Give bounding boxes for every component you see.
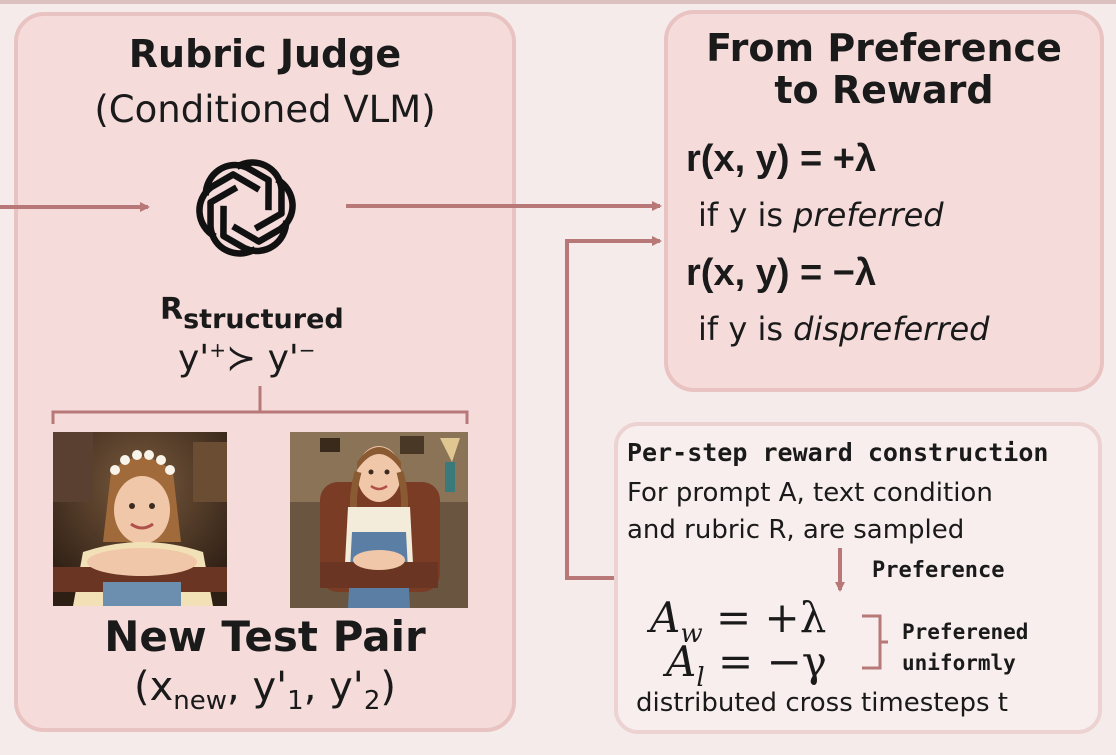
uniform-brace bbox=[862, 614, 888, 670]
pair-open: (x bbox=[134, 664, 174, 710]
rubric-subscript: structured bbox=[183, 304, 344, 335]
reward-condition-positive: if y is preferred bbox=[698, 196, 944, 234]
cond-neg-word: dispreferred bbox=[793, 310, 990, 348]
reward-title-line2: to Reward bbox=[774, 68, 994, 112]
openai-logo-icon bbox=[190, 152, 302, 264]
per-step-line2: and rubric R, are sampled bbox=[627, 515, 965, 545]
judge-subtitle: (Conditioned VLM) bbox=[94, 88, 436, 131]
al-subscript: l bbox=[696, 663, 705, 693]
aw-equation: Aw = +λ bbox=[650, 593, 827, 650]
pair-sub-new: new bbox=[173, 686, 228, 716]
reward-formula-positive: r(x, y) = +λ bbox=[686, 138, 877, 180]
cond-pos-word: preferred bbox=[793, 196, 944, 234]
sample-image-2 bbox=[290, 432, 468, 608]
reward-condition-negative: if y is dispreferred bbox=[698, 310, 989, 348]
pair-y2: , y' bbox=[303, 664, 364, 710]
cond-pos-prefix: if y is bbox=[698, 196, 794, 234]
reward-title-line1: From Preference bbox=[706, 26, 1062, 70]
top-edge-line bbox=[0, 0, 1116, 4]
al-symbol: A bbox=[666, 637, 697, 686]
judge-title: Rubric Judge bbox=[128, 32, 402, 76]
uniform-line2: uniformly bbox=[902, 651, 1016, 675]
per-step-panel bbox=[614, 422, 1102, 734]
aw-subscript: w bbox=[680, 619, 703, 649]
preference-label: Preference bbox=[872, 558, 1005, 583]
pref-plus: + bbox=[209, 338, 226, 362]
per-step-footer: distributed cross timesteps t bbox=[636, 688, 1008, 718]
uniform-line1: Preferened bbox=[902, 620, 1029, 644]
pref-y2: y' bbox=[267, 338, 299, 379]
sample-image-1 bbox=[53, 432, 227, 606]
pair-sub-2: 2 bbox=[363, 686, 381, 716]
rubric-r: R bbox=[160, 292, 184, 327]
cond-neg-prefix: if y is bbox=[698, 310, 794, 348]
rubric-structured-label: Rstructured bbox=[160, 292, 344, 335]
pair-sub-1: 1 bbox=[287, 686, 304, 716]
reward-panel bbox=[664, 10, 1104, 392]
rubric-judge-panel bbox=[14, 12, 516, 732]
feedback-arrow bbox=[565, 236, 662, 580]
image-pair-bracket bbox=[51, 386, 469, 424]
aw-symbol: A bbox=[650, 593, 681, 642]
reward-formula-negative: r(x, y) = −λ bbox=[686, 252, 877, 294]
al-value: = −γ bbox=[718, 637, 827, 686]
pair-close: ) bbox=[380, 664, 396, 710]
pair-title: New Test Pair bbox=[104, 612, 426, 661]
al-equation: Al = −γ bbox=[666, 637, 827, 694]
aw-value: = +λ bbox=[715, 593, 827, 642]
pref-y1: y' bbox=[178, 338, 210, 379]
pair-y1: , y' bbox=[227, 664, 288, 710]
preference-relation: y'+≻ y'− bbox=[178, 338, 316, 379]
per-step-title: Per-step reward construction bbox=[627, 438, 1049, 467]
succeeds-symbol: ≻ bbox=[225, 338, 257, 379]
pref-minus: − bbox=[298, 338, 316, 362]
per-step-line1: For prompt A, text condition bbox=[627, 478, 993, 508]
pair-tuple: (xnew, y'1, y'2) bbox=[14, 664, 516, 716]
